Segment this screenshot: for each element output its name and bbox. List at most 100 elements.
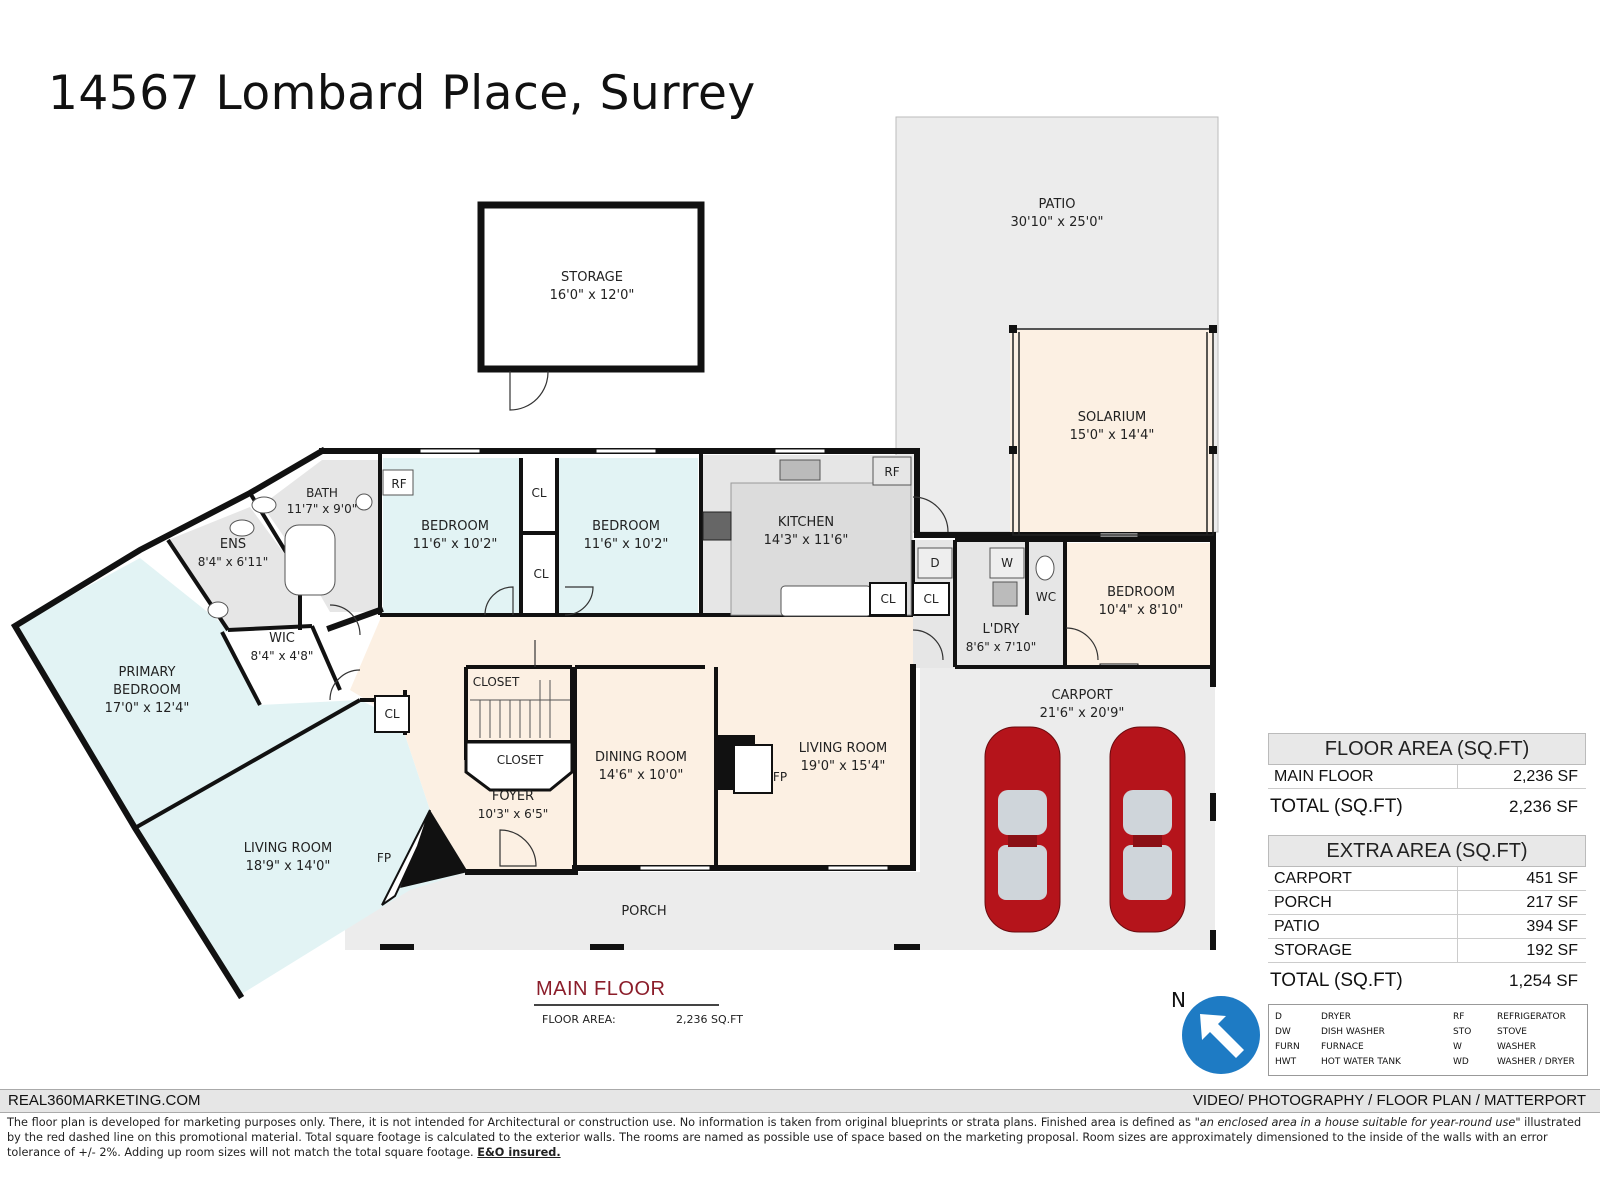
legend-code: W <box>1453 1042 1462 1052</box>
ens-label: ENS <box>220 537 246 552</box>
closet-box <box>912 582 950 616</box>
total-label: TOTAL (SQ.FT) <box>1270 970 1403 991</box>
exterior-wall-west <box>10 446 327 1000</box>
bath-dim: 11'7" x 9'0" <box>287 502 358 516</box>
north-label: N <box>1171 988 1186 1012</box>
bedroom-fridge <box>382 469 414 496</box>
patio-dim: 30'10" x 25'0" <box>1011 215 1104 230</box>
storage-door <box>509 370 549 411</box>
bedroom3-area <box>1065 543 1213 665</box>
primary-bedroom-label-2: BEDROOM <box>113 683 181 698</box>
living-main-label: LIVING ROOM <box>799 741 887 756</box>
closet-box <box>374 695 410 733</box>
storage-dim: 16'0" x 12'0" <box>550 288 635 303</box>
wc-label: WC <box>1036 590 1056 604</box>
bedroom2-label: BEDROOM <box>592 519 660 534</box>
bedroom2-area <box>557 458 698 615</box>
toilet-icon <box>229 519 255 537</box>
living-west-dim: 18'9" x 14'0" <box>246 859 331 874</box>
footer-bar: REAL360MARKETING.COM VIDEO/ PHOTOGRAPHY … <box>0 1089 1600 1113</box>
sink-icon <box>207 601 229 619</box>
stairs <box>470 680 570 738</box>
floor-area-title: FLOOR AREA (SQ.FT) <box>1268 733 1586 765</box>
storage-label: STORAGE <box>561 270 623 285</box>
carport-label: CARPORT <box>1051 688 1112 703</box>
closet-label: CL <box>533 567 548 581</box>
living-main-dim: 19'0" x 15'4" <box>801 759 886 774</box>
legend-desc: HOT WATER TANK <box>1321 1057 1401 1067</box>
total-value: 2,236 SF <box>1509 797 1578 816</box>
closet-label: CL <box>531 486 546 500</box>
fireplace-label: FP <box>773 770 787 784</box>
sink-icon <box>355 493 373 511</box>
dining-dim: 14'6" x 10'0" <box>599 768 684 783</box>
disclaimer-text: The floor plan is developed for marketin… <box>7 1116 1195 1129</box>
table-row: PORCH 217 SF <box>1268 891 1586 915</box>
disclaimer-text: illustrated by the red dashed line on th… <box>7 1116 1582 1159</box>
row-label: PATIO <box>1268 915 1458 938</box>
row-label: MAIN FLOOR <box>1268 765 1458 788</box>
fridge-label: RF <box>884 465 899 479</box>
row-label: STORAGE <box>1268 939 1458 962</box>
legend-desc: REFRIGERATOR <box>1497 1012 1566 1022</box>
car-icon <box>984 726 1061 933</box>
compass-icon <box>1182 996 1260 1074</box>
primary-bedroom-label: PRIMARY <box>119 665 176 680</box>
legend: D DRYER RF REFRIGERATOR DW DISH WASHER S… <box>1268 1004 1588 1076</box>
closet-label: CL <box>384 707 399 721</box>
exterior-wall-south <box>713 664 916 871</box>
fridge-label: RF <box>391 477 406 491</box>
row-value: 394 SF <box>1526 918 1578 935</box>
kitchen-dim: 14'3" x 11'6" <box>764 533 849 548</box>
ens-area <box>168 507 300 630</box>
bedroom1-dim: 11'6" x 10'2" <box>413 537 498 552</box>
row-value: 451 SF <box>1526 870 1578 887</box>
table-row: CARPORT 451 SF <box>1268 867 1586 891</box>
closet-label: CLOSET <box>497 753 544 767</box>
solarium-area <box>1010 330 1214 536</box>
total-value: 1,254 SF <box>1509 971 1578 990</box>
closet-box <box>464 740 574 792</box>
closet-label: CL <box>923 592 938 606</box>
kitchen-island <box>780 585 872 617</box>
solarium-frame <box>1012 328 1214 536</box>
stove-icon <box>702 511 732 541</box>
bedroom1-label: BEDROOM <box>421 519 489 534</box>
foyer-label: FOYER <box>492 789 534 804</box>
extra-area-table: EXTRA AREA (SQ.FT) CARPORT 451 SF PORCH … <box>1268 835 1586 997</box>
legend-desc: WASHER / DRYER <box>1497 1057 1575 1067</box>
wic-label: WIC <box>269 631 295 646</box>
extra-area-title: EXTRA AREA (SQ.FT) <box>1268 835 1586 867</box>
legend-desc: WASHER <box>1497 1042 1536 1052</box>
washer-label: W <box>1001 556 1013 570</box>
main-living-area <box>350 615 913 872</box>
fireplace-label: FP <box>377 851 391 865</box>
kitchen-sink <box>779 459 821 481</box>
footer-website[interactable]: REAL360MARKETING.COM <box>8 1092 201 1109</box>
disclaimer: The floor plan is developed for marketin… <box>7 1115 1595 1160</box>
dining-label: DINING ROOM <box>595 750 687 765</box>
living-west-label: LIVING ROOM <box>244 841 332 856</box>
page-title: 14567 Lombard Place, Surrey <box>48 66 756 121</box>
legend-code: D <box>1275 1012 1282 1022</box>
floor-plan: PATIO 30'10" x 25'0" STORAGE 16'0" x 12'… <box>10 116 1219 1000</box>
legend-desc: DISH WASHER <box>1321 1027 1385 1037</box>
bedroom3-dim: 10'4" x 8'10" <box>1099 603 1184 618</box>
closet-label: CLOSET <box>473 675 520 689</box>
floor-area-total: TOTAL (SQ.FT) 2,236 SF <box>1268 789 1586 823</box>
posts <box>380 793 1216 950</box>
legend-desc: FURNACE <box>1321 1042 1364 1052</box>
exterior-wall-north <box>319 448 1216 687</box>
row-label: CARPORT <box>1268 867 1458 890</box>
ens-dim: 8'4" x 6'11" <box>198 555 269 569</box>
kitchen-label: KITCHEN <box>778 515 834 530</box>
bathtub-icon <box>284 524 336 596</box>
toilet-icon <box>1035 555 1055 581</box>
doors <box>329 496 1099 867</box>
carport-dim: 21'6" x 20'9" <box>1040 706 1125 721</box>
legend-code: WD <box>1453 1057 1469 1067</box>
fireplace-hearth <box>733 744 773 794</box>
washer-icon <box>989 547 1025 579</box>
table-row: MAIN FLOOR 2,236 SF <box>1268 765 1586 789</box>
main-floor-area-value: 2,236 SQ.FT <box>676 1013 743 1026</box>
